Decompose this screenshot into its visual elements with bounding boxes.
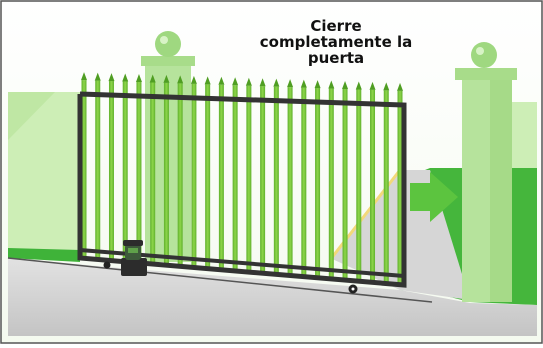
caption-text: Cierre completamente la puerta	[259, 17, 413, 67]
gate-bar-tip	[135, 74, 142, 83]
gate-bar	[191, 83, 197, 268]
gate-motor-icon	[121, 240, 147, 276]
gate-bar-tip	[177, 75, 184, 84]
grass-left	[8, 248, 80, 262]
gate-bar	[122, 81, 128, 262]
gate-bar-tip	[94, 72, 101, 81]
gate-bar-tip	[342, 80, 349, 89]
gate-bar	[370, 89, 376, 283]
gate-bar-tip	[300, 79, 307, 88]
left-pillar-cap	[141, 56, 195, 66]
gate-bar-tip	[108, 73, 115, 82]
gate-bar-tip	[245, 77, 252, 86]
gate-bar	[273, 86, 279, 275]
gate-bar	[328, 88, 334, 279]
left-pillar-ball	[155, 31, 181, 57]
gate-bars	[81, 72, 403, 285]
gate-bar	[218, 84, 224, 270]
gate-bar-tip	[204, 76, 211, 85]
rail-track	[7, 257, 433, 303]
gate-bar	[356, 89, 362, 282]
gate-bar	[260, 86, 266, 274]
right-pillar-cap	[455, 68, 517, 80]
gate-bar-tip	[369, 81, 376, 90]
gate-bar	[177, 83, 183, 267]
gate-wheel-left	[103, 261, 111, 269]
gate-bar-tip	[81, 72, 87, 81]
gate-bar	[397, 90, 403, 285]
right-pillar-shade	[490, 78, 512, 302]
gate-bar	[108, 81, 114, 261]
gate-bar	[232, 85, 238, 271]
left-wall-shade	[8, 92, 55, 140]
gate-bar-tip	[355, 81, 362, 90]
gate-bar	[163, 82, 169, 266]
left-wall	[8, 92, 80, 252]
gate-bar	[301, 87, 307, 277]
gate-bar	[95, 80, 101, 260]
gate-bar	[205, 84, 211, 269]
gate-bar	[150, 82, 156, 265]
gate-bar-tip	[190, 75, 197, 84]
gate-bar	[246, 85, 252, 273]
gate-bar	[342, 88, 348, 281]
gate-bar-tip	[273, 78, 280, 87]
gate-bar-tip	[383, 82, 390, 91]
gate-bar	[383, 90, 389, 284]
gate-frame	[77, 91, 407, 288]
right-pillar-ball	[471, 42, 497, 68]
driveway	[8, 258, 537, 336]
gate-bar	[81, 80, 87, 259]
gate-bar-tip	[149, 74, 156, 83]
gate-bar-tip	[232, 77, 239, 86]
arrow-right-icon	[410, 172, 458, 222]
gate-bar-tip	[259, 78, 266, 87]
gate-bar-tip	[314, 80, 321, 89]
gate-bar-tip	[328, 80, 335, 89]
gate-bar	[136, 82, 142, 263]
gate-bar-tip	[163, 74, 170, 83]
gate-bar	[287, 87, 293, 276]
gate-bar-tip	[287, 79, 294, 88]
gate-bar-tip	[122, 73, 129, 82]
gate-bar	[315, 88, 321, 278]
gate-bar-tip	[397, 82, 403, 91]
gate-bar-tip	[218, 76, 225, 85]
